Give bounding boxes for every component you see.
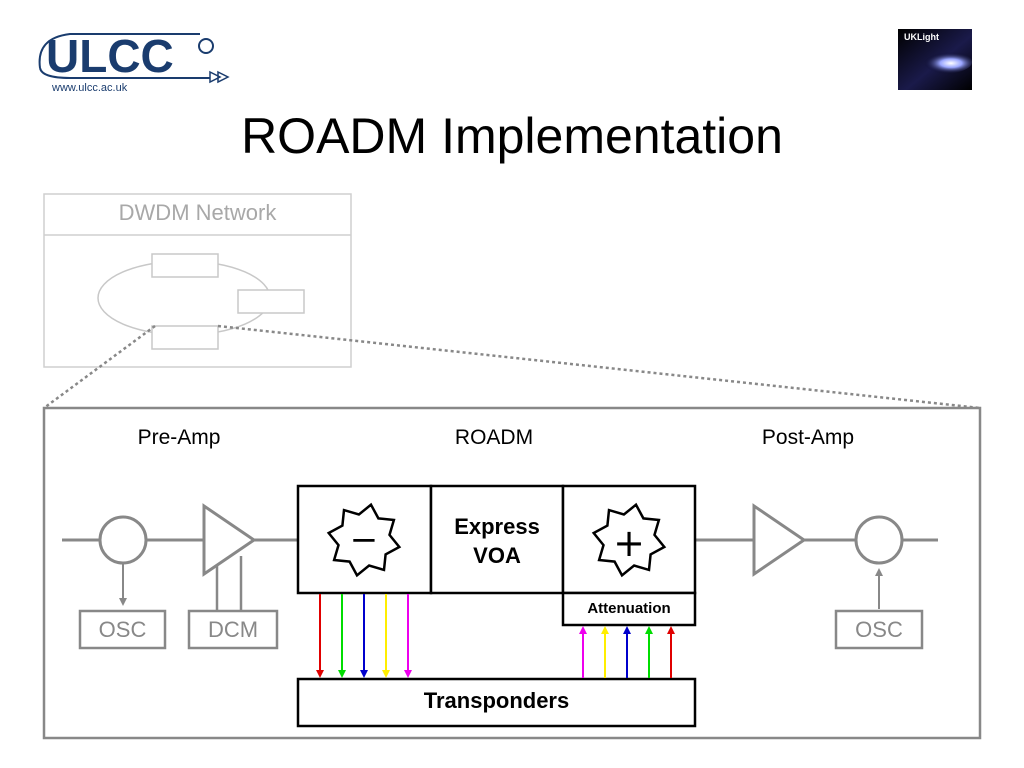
- dcm-label: DCM: [207, 617, 259, 642]
- ulcc-url: www.ulcc.ac.uk: [52, 82, 128, 94]
- drop-arrow-4-head: [382, 670, 390, 678]
- osc-box-left: [78, 609, 167, 650]
- ulcc-logo: ULCC: [38, 30, 230, 84]
- drop-arrow-5-head: [404, 670, 412, 678]
- osc-box-right: [834, 609, 924, 650]
- add-star-icon: [591, 502, 667, 578]
- zoom-line-left: [43, 324, 156, 410]
- drop-arrow-3-head: [360, 670, 368, 678]
- pre-amp-label: Pre-Amp: [137, 426, 221, 449]
- inset-node-top: [151, 253, 219, 278]
- add-arrow-2-head: [601, 626, 609, 634]
- drop-symbol: −: [350, 520, 379, 560]
- drop-arrow-1-head: [316, 670, 324, 678]
- osc-coupler-left: [98, 515, 148, 565]
- osc-right-label: OSC: [855, 617, 903, 642]
- zoom-line-right: [217, 324, 981, 410]
- dwdm-network-title: DWDM Network: [118, 200, 277, 225]
- express-voa-label: Express VOA: [431, 512, 563, 570]
- add-arrow-3-head: [623, 626, 631, 634]
- dcm-box: [187, 609, 279, 650]
- dwdm-inset: [43, 193, 352, 368]
- inset-node-right: [237, 289, 305, 314]
- page-title: ROADM Implementation: [241, 108, 783, 164]
- inset-node-bottom: [151, 325, 219, 350]
- add-arrow-5-head: [667, 626, 675, 634]
- add-arrow-1-head: [579, 626, 587, 634]
- attenuation-label: Attenuation: [587, 600, 671, 617]
- uklight-label: UKLight: [904, 32, 939, 42]
- drop-arrow-2-head: [338, 670, 346, 678]
- osc-left-label: OSC: [98, 617, 147, 642]
- transponders-box: [296, 677, 697, 728]
- uklight-logo: [898, 29, 972, 90]
- pre-amp-triangle: [202, 503, 257, 577]
- post-amp-label: Post-Amp: [761, 426, 855, 449]
- add-arrow-4-head: [645, 626, 653, 634]
- add-symbol: +: [613, 521, 645, 565]
- express-line-1: Express: [454, 514, 540, 539]
- post-amp-triangle: [752, 503, 807, 577]
- ulcc-logo-text: ULCC: [46, 30, 174, 82]
- drop-wavelength-arrows: [316, 594, 412, 678]
- osc-coupler-right: [854, 515, 904, 565]
- roadm-label: ROADM: [454, 426, 534, 449]
- add-wavelength-arrows: [579, 626, 675, 678]
- attenuation-box: [561, 591, 697, 627]
- transponders-label: Transponders: [423, 688, 570, 713]
- express-voa-box: [429, 484, 565, 595]
- express-line-2: VOA: [473, 543, 521, 568]
- drop-star-icon: [326, 502, 402, 578]
